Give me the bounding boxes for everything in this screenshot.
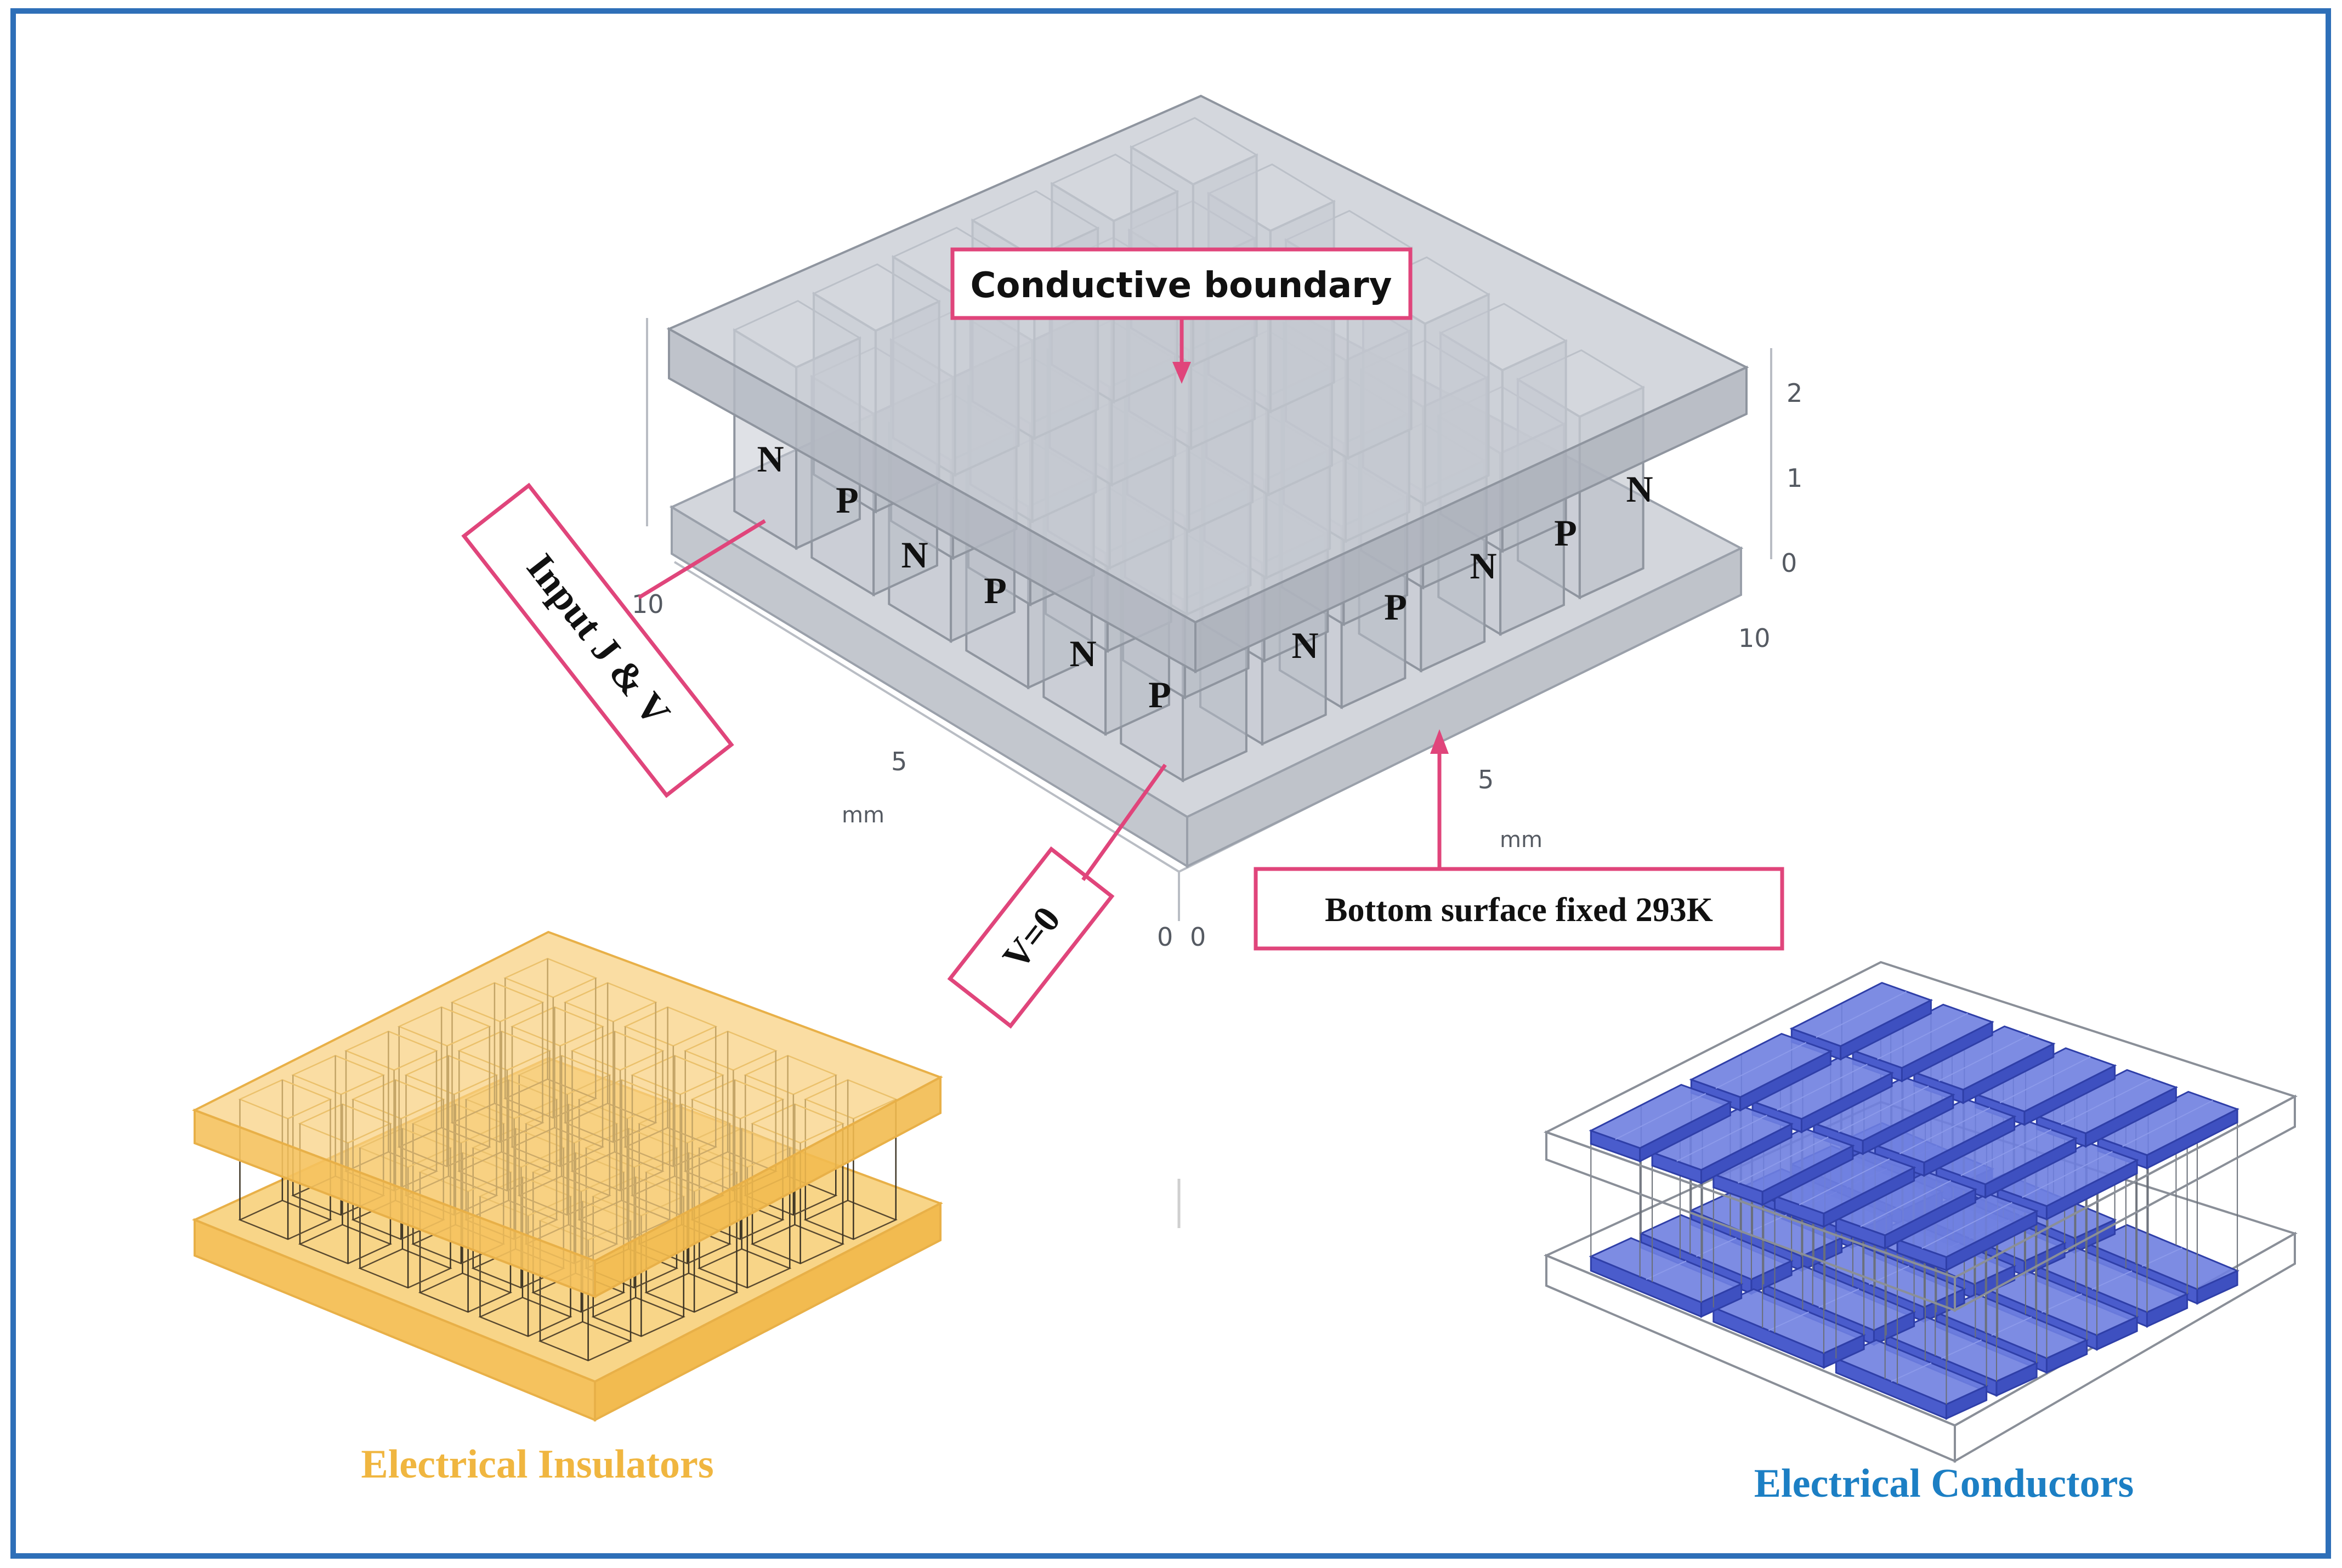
left-tick-5: 5	[891, 747, 907, 776]
conductor-top-electrodes	[1589, 981, 2239, 1272]
figure-frame	[10, 8, 2331, 1559]
callout-conductive-boundary: Conductive boundary	[950, 247, 1413, 384]
insulators-caption: Electrical Insulators	[361, 1442, 713, 1487]
electrode-pad	[1895, 1192, 2039, 1272]
leg-letter: P	[1554, 512, 1577, 554]
right-tick-10: 10	[1738, 623, 1771, 653]
electrode-pad	[1689, 1032, 1833, 1112]
conductors-caption: Electrical Conductors	[1754, 1461, 2134, 1506]
leg-letter: N	[1626, 468, 1653, 510]
insulators-module: Electrical Insulators	[191, 930, 943, 1487]
electrode-pad	[1711, 1127, 1855, 1207]
leg-letter: N	[757, 438, 784, 480]
electrode-pad	[1834, 1171, 1978, 1250]
electrode-pad	[1650, 1105, 1794, 1185]
right-axis-unit: mm	[1500, 827, 1543, 853]
top-plate	[666, 94, 1749, 674]
electrode-pad	[1834, 1339, 1989, 1420]
origin-left: 0	[1157, 922, 1173, 952]
callout-v-zero: V=0	[947, 763, 1167, 1029]
electrode-pad	[2096, 1090, 2239, 1170]
conductive-boundary-label: Conductive boundary	[971, 265, 1392, 306]
insulator-top-plate	[192, 930, 943, 1299]
left-axis-unit: mm	[842, 803, 884, 828]
z-tick-2: 2	[1787, 378, 1802, 408]
leg-letter: P	[984, 570, 1007, 611]
leg-letter: N	[901, 534, 928, 576]
callout-bottom-surface: Bottom surface fixed 293K	[1254, 729, 1784, 951]
axis-labels: 2 1 0 10 5 mm 10 5 mm 0 0	[632, 378, 1802, 952]
electrode-pad	[1589, 1083, 1733, 1163]
right-tick-5: 5	[1478, 765, 1494, 794]
z-tick-0: 0	[1781, 548, 1797, 578]
origin-right: 0	[1190, 922, 1206, 952]
leg-letter: P	[1384, 586, 1407, 628]
leg-letter: N	[1470, 545, 1496, 587]
electrode-pad	[1851, 1003, 1994, 1083]
leg-letter: P	[1148, 674, 1171, 715]
electrode-pad	[1711, 1288, 1866, 1369]
conductor-top-plate-outline	[1543, 961, 2298, 1313]
conductors-module: Electrical Conductors	[1543, 961, 2298, 1506]
bottom-surface-label: Bottom surface fixed 293K	[1325, 891, 1713, 929]
electrode-pad	[1589, 1237, 1744, 1318]
z-tick-1: 1	[1787, 463, 1802, 493]
leg-letter: N	[1069, 633, 1096, 674]
leg-letter: N	[1291, 624, 1318, 666]
leg-letter: P	[836, 479, 859, 521]
